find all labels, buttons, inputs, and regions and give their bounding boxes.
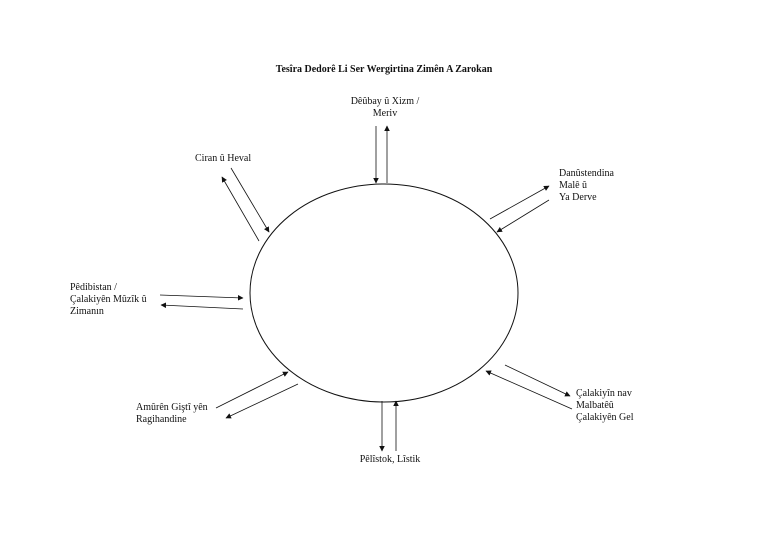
node-bottom-left-label: Amûrên Giştî yên Ragihandine — [136, 402, 208, 426]
arrow-left-out — [160, 302, 244, 310]
arrow-top-left-in — [230, 167, 270, 233]
node-top-right-line-1: Danûstendina — [559, 168, 614, 179]
diagram-title: Tesîra Dedorê Li Ser Wergirtina Zimên A … — [275, 64, 493, 75]
node-left-line-2: Çalakiyên Mûzîk û — [70, 294, 147, 305]
node-top-right-line-2: Malê û — [559, 180, 588, 191]
node-bottom-right-label: Çalakiyîn nav Malbatêû Çalakiyên Gel — [576, 388, 633, 424]
arrow-top-left-out — [221, 176, 260, 242]
arrow-bottom-left-in — [215, 371, 289, 409]
node-bottom-left-line-2: Ragihandine — [136, 414, 187, 425]
node-bottom-label: Pêlîstok, Lîstik — [330, 454, 450, 466]
node-top-right-label: Danûstendina Malê û Ya Derve — [559, 168, 614, 204]
node-bottom-left-line-1: Amûrên Giştî yên — [136, 402, 208, 413]
node-top-left-label: Ciran û Heval — [195, 153, 251, 165]
arrow-bottom-right-in — [485, 370, 573, 410]
node-top-right-line-3: Ya Derve — [559, 192, 597, 203]
node-bottom-right-line-1: Çalakiyîn nav — [576, 388, 632, 399]
arrow-top-right-in — [496, 199, 550, 233]
node-top-line-2: Meriv — [372, 108, 398, 119]
node-bottom-right-line-3: Çalakiyên Gel — [576, 412, 634, 423]
arrow-bottom-left-out — [225, 383, 299, 419]
arrow-left-in — [159, 294, 244, 301]
node-top-line-1: Dêûbay û Xizm / — [350, 96, 420, 107]
node-top-label: Dêûbay û Xizm / Meriv — [330, 96, 440, 120]
node-bottom-right-line-2: Malbatêû — [576, 400, 614, 411]
node-bottom-line-1: Pêlîstok, Lîstik — [359, 454, 421, 465]
node-left-line-1: Pêdibistan / — [70, 282, 117, 293]
node-top-left-line-1: Ciran û Heval — [195, 153, 252, 164]
node-left-label: Pêdibistan / Çalakiyên Mûzîk û Zimanın — [70, 282, 147, 318]
center-ellipse — [249, 183, 519, 403]
arrow-bottom-right-out — [504, 364, 571, 397]
node-left-line-3: Zimanın — [70, 306, 104, 317]
arrow-top-right-out — [489, 185, 550, 220]
